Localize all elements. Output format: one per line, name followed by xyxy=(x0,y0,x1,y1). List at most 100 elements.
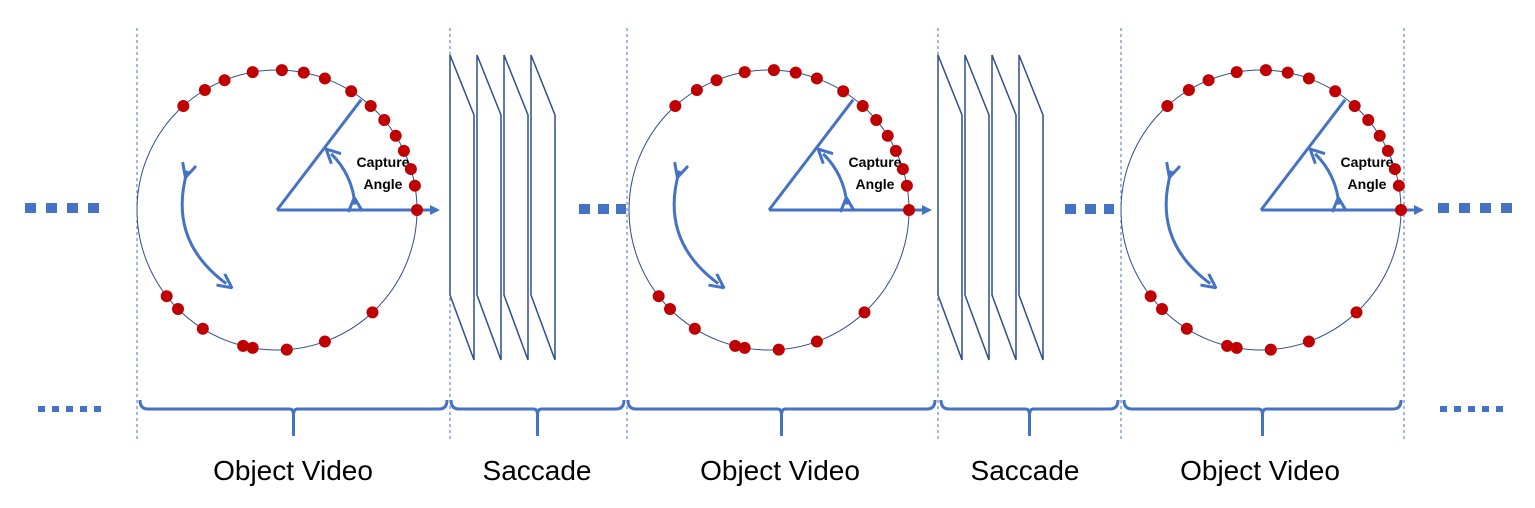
mid-ellipsis-1 xyxy=(579,204,626,214)
capture-angle-label-line2: Angle xyxy=(1348,176,1387,192)
capture-point xyxy=(404,163,417,176)
capture-point xyxy=(1281,66,1294,79)
rotation-arrow xyxy=(1164,171,1210,284)
capture-point xyxy=(1202,74,1215,87)
capture-point xyxy=(366,306,379,319)
left-ellipsis-upper xyxy=(25,203,99,213)
saccade-frame xyxy=(964,54,990,361)
capture-point xyxy=(1329,85,1342,98)
timeline-braces xyxy=(138,399,1403,436)
timeline-brace xyxy=(626,399,937,436)
capture-point xyxy=(397,144,410,157)
capture-point xyxy=(688,322,701,335)
capture-point xyxy=(364,99,377,112)
timeline-brace xyxy=(939,399,1120,436)
capture-point xyxy=(789,66,802,79)
capture-point xyxy=(1230,341,1243,354)
capture-point xyxy=(900,179,913,192)
segment-dividers xyxy=(136,28,1405,440)
capture-point xyxy=(297,66,310,79)
saccade-frames-2 xyxy=(937,54,1044,361)
capture-point xyxy=(280,343,293,356)
capture-point xyxy=(408,179,421,192)
capture-point xyxy=(318,72,331,85)
segment-label-saccade-1: Saccade xyxy=(483,455,592,486)
capture-point xyxy=(411,204,423,216)
rotation-arrow xyxy=(180,171,226,284)
capture-point xyxy=(870,114,883,127)
capture-point xyxy=(218,74,231,87)
mid-ellipsis-2 xyxy=(1065,204,1114,214)
capture-point xyxy=(246,341,259,354)
left-ellipsis-lower xyxy=(38,406,101,412)
capture-point xyxy=(903,204,915,216)
right-ellipsis-lower xyxy=(1440,406,1503,412)
saccade-frame xyxy=(937,54,963,361)
timeline-brace xyxy=(1122,399,1403,436)
capture-point xyxy=(738,66,751,79)
segment-label-object-video-3: Object Video xyxy=(1180,455,1340,486)
capture-point xyxy=(237,339,250,352)
timeline-brace xyxy=(449,399,626,436)
saccade-frames-1 xyxy=(449,54,556,361)
capture-point xyxy=(1302,335,1315,348)
saccade-frame xyxy=(530,54,556,361)
capture-point xyxy=(690,83,703,96)
capture-point xyxy=(246,66,259,79)
capture-angle-label-line2: Angle xyxy=(856,176,895,192)
saccade-frame xyxy=(1018,54,1044,361)
capture-ray xyxy=(275,98,363,211)
capture-point xyxy=(1392,179,1405,192)
capture-point xyxy=(198,83,211,96)
capture-point xyxy=(378,114,391,127)
capture-point xyxy=(729,339,742,352)
capture-point xyxy=(889,144,902,157)
capture-angle-label-line1: Capture xyxy=(1341,154,1394,170)
capture-point xyxy=(1302,72,1315,85)
capture-point xyxy=(160,290,173,303)
capture-point xyxy=(652,290,665,303)
capture-point xyxy=(669,99,682,112)
capture-point xyxy=(858,306,871,319)
capture-point xyxy=(837,85,850,98)
capture-point xyxy=(1144,290,1157,303)
capture-point xyxy=(1362,114,1375,127)
right-ellipsis-upper xyxy=(1438,203,1512,213)
capture-ray xyxy=(767,98,855,211)
capture-point xyxy=(738,341,751,354)
saccade-frame xyxy=(991,54,1017,361)
capture-point xyxy=(1156,302,1169,315)
capture-point xyxy=(664,302,677,315)
capture-angle-arc xyxy=(331,154,355,205)
capture-angle-label-line1: Capture xyxy=(849,154,902,170)
capture-point xyxy=(767,64,780,77)
rotation-arrow xyxy=(672,171,718,284)
capture-point xyxy=(1180,322,1193,335)
capture-point xyxy=(1221,339,1234,352)
capture-angle-arc xyxy=(1315,154,1339,205)
capture-angle-label-line2: Angle xyxy=(364,176,403,192)
capture-point xyxy=(318,335,331,348)
capture-point xyxy=(856,99,869,112)
capture-point xyxy=(1381,144,1394,157)
capture-point xyxy=(1388,163,1401,176)
capture-point xyxy=(172,302,185,315)
segment-label-object-video-2: Object Video xyxy=(700,455,860,486)
capture-point xyxy=(772,343,785,356)
timeline-brace xyxy=(138,399,449,436)
capture-point xyxy=(810,335,823,348)
capture-point xyxy=(1161,99,1174,112)
capture-point xyxy=(1259,64,1272,77)
capture-point xyxy=(1182,83,1195,96)
capture-angle-label-line1: Capture xyxy=(357,154,410,170)
capture-point xyxy=(896,163,909,176)
capture-point xyxy=(1373,129,1386,142)
capture-point xyxy=(1395,204,1407,216)
capture-point xyxy=(196,322,209,335)
segment-label-saccade-2: Saccade xyxy=(971,455,1080,486)
capture-point xyxy=(1350,306,1363,319)
